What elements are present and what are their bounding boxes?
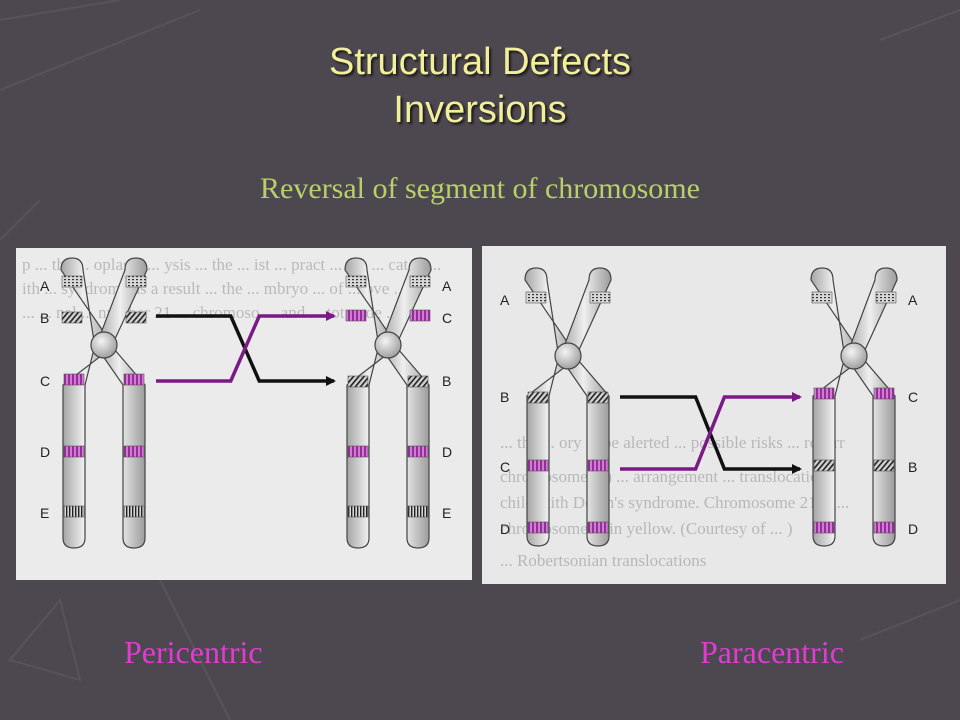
band-letter: B (908, 459, 917, 475)
centromere (90, 331, 118, 359)
chromosome-band (587, 521, 609, 534)
chromosome (810, 267, 898, 547)
upper-arm (561, 267, 612, 353)
chromosome-band (123, 505, 145, 518)
band-letter: A (442, 278, 452, 294)
pericentric-label: Pericentric (124, 634, 263, 670)
band-letter: B (442, 373, 451, 389)
chromosome-band (525, 291, 547, 304)
svg-text:child with Down's syndrome. Ch: child with Down's syndrome. Chromosome 2… (500, 493, 849, 512)
slide-subtitle-title: Inversions (393, 89, 567, 131)
svg-text:p ... the ... oplasm ... ysis: p ... the ... oplasm ... ysis ... the ..… (22, 255, 441, 274)
centromere (554, 342, 582, 370)
chromosome-band (409, 275, 431, 288)
slide-title: Structural Defects (329, 41, 631, 83)
chromosome-band (63, 373, 85, 386)
svg-text:chromosome (b) ... arrangement: chromosome (b) ... arrangement ... trans… (500, 467, 828, 486)
chromosome-band (527, 459, 549, 472)
band-letter: B (40, 310, 49, 326)
chromosome-band (813, 387, 835, 400)
lower-arm (96, 348, 146, 549)
chromosome-band (587, 391, 609, 404)
band-letter: E (40, 505, 49, 521)
chromosome-band (347, 375, 369, 388)
chromosome-band (873, 521, 895, 534)
chromosome-band (125, 275, 147, 288)
purple-arrow (620, 392, 802, 471)
chromosome-band (125, 311, 147, 324)
chromosome-band (63, 505, 85, 518)
chromosome-band (407, 445, 429, 458)
chromosome-band (407, 505, 429, 518)
lower-arm (346, 348, 396, 549)
chromosome-band (873, 459, 895, 472)
chromosome-band (407, 375, 429, 388)
chromosome (344, 257, 432, 549)
lower-arm (812, 359, 862, 547)
band-letter: C (500, 459, 510, 475)
chromosome-band (347, 445, 369, 458)
chromosome-band (347, 505, 369, 518)
band-letter: D (500, 521, 510, 537)
band-letter: D (442, 444, 452, 460)
band-letter: A (500, 292, 510, 308)
band-letter: A (40, 278, 50, 294)
chromosome-band (873, 387, 895, 400)
band-letter: C (908, 389, 918, 405)
chromosome-band (409, 309, 431, 322)
chromosome-band (527, 521, 549, 534)
svg-text:chromosome ... in yellow. (Cou: chromosome ... in yellow. (Courtesy of .… (500, 519, 793, 538)
chromosome-band (345, 309, 367, 322)
lower-arm (526, 359, 576, 547)
upper-arm (847, 267, 898, 353)
chromosome-band (123, 445, 145, 458)
band-letter: B (500, 389, 509, 405)
chromosome-band (527, 391, 549, 404)
chromosome-band (345, 275, 367, 288)
chromosome-band (63, 445, 85, 458)
chromosome-band (587, 459, 609, 472)
centromere (374, 331, 402, 359)
band-letter: D (908, 521, 918, 537)
chromosome-band (811, 291, 833, 304)
band-letter: E (442, 505, 451, 521)
slide-description: Reversal of segment of chromosome (260, 172, 700, 205)
band-letter: A (908, 292, 918, 308)
chromosome (60, 257, 148, 549)
chromosome-band (61, 311, 83, 324)
chromosome-band (813, 459, 835, 472)
chromosome-band (61, 275, 83, 288)
lower-arm (380, 348, 430, 549)
show-through-text: ... the ... ory ... be alerted ... possi… (500, 433, 849, 570)
lower-arm (560, 359, 610, 547)
upper-arm (810, 267, 862, 353)
band-letter: C (442, 310, 452, 326)
paracentric-label: Paracentric (700, 634, 844, 670)
centromere (840, 342, 868, 370)
chromosome-band (813, 521, 835, 534)
svg-text:... Robertsonian translocation: ... Robertsonian translocations (500, 551, 706, 570)
lower-arm (62, 348, 112, 549)
band-letter: C (40, 373, 50, 389)
chromosome-band (875, 291, 897, 304)
lower-arm (846, 359, 896, 547)
upper-arm (524, 267, 576, 353)
chromosome (524, 267, 612, 547)
chromosome-band (589, 291, 611, 304)
purple-arrow (156, 311, 336, 383)
band-letter: D (40, 444, 50, 460)
chromosome-band (123, 373, 145, 386)
svg-text:... the ... ory ... be alerted: ... the ... ory ... be alerted ... possi… (500, 433, 845, 452)
